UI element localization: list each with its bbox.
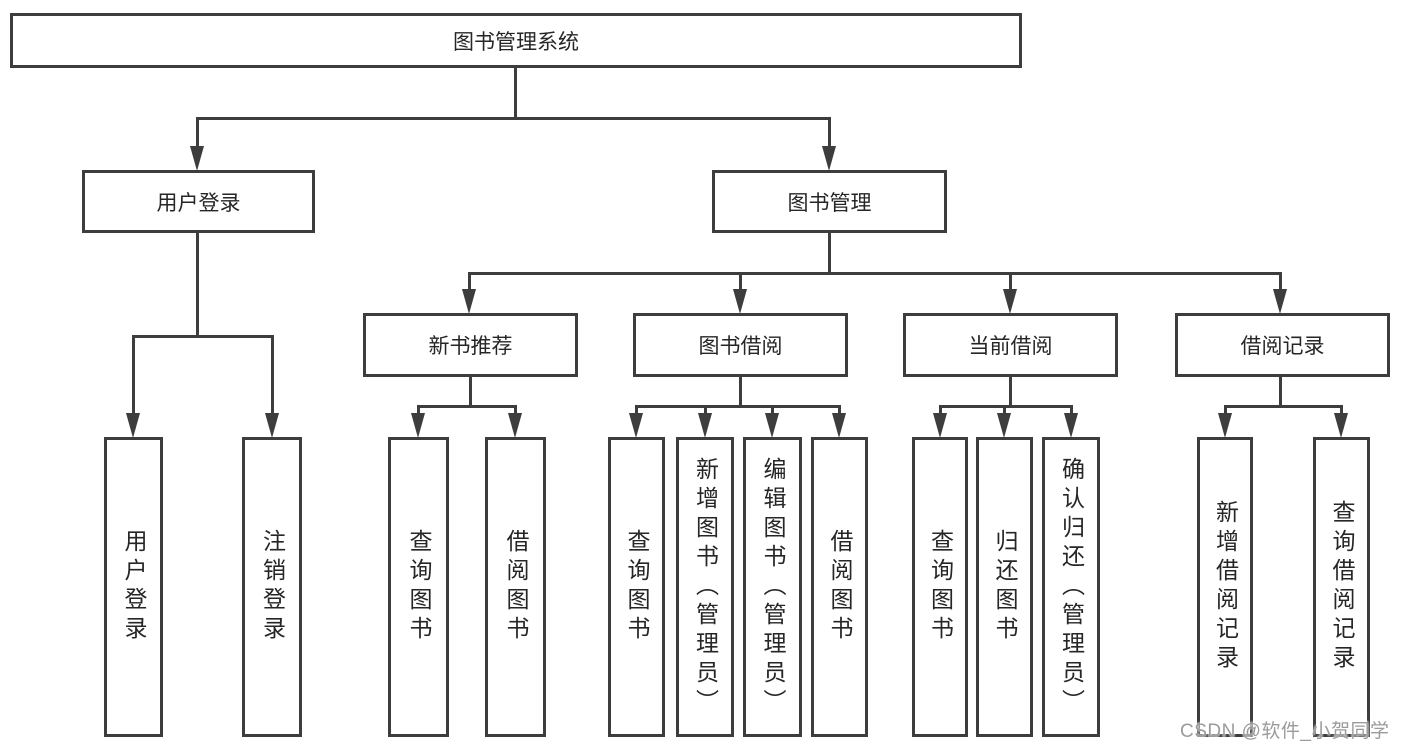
leaf-nbr-borrow-books: 借阅图书: [485, 437, 546, 737]
connector-drop-borrow-record: [1279, 272, 1282, 292]
arrow-down-icon: [462, 289, 476, 314]
leaf-br-add-record: 新增借阅记录: [1197, 437, 1253, 737]
arrow-down-icon: [1064, 413, 1078, 438]
connector-drop-bb-edit: [771, 405, 774, 415]
connector-cb-stem: [1009, 377, 1012, 407]
node-book-management: 图书管理: [712, 170, 947, 233]
connector-nbr-stem: [469, 377, 472, 407]
leaf-user-login: 用户登录: [104, 437, 163, 737]
connector-drop-leaf-user-login: [132, 335, 135, 415]
connector-drop-bb-borrow: [838, 405, 841, 415]
arrow-down-icon: [411, 413, 425, 438]
connector-drop-leaf-logout: [271, 335, 274, 415]
connector-drop-new-book-rec: [468, 272, 471, 292]
leaf-br-query-record: 查询借阅记录: [1313, 437, 1370, 737]
node-user-login: 用户登录: [82, 170, 315, 233]
arrow-down-icon: [629, 413, 643, 438]
arrow-down-icon: [822, 146, 836, 171]
node-root-system: 图书管理系统: [10, 13, 1022, 68]
connector-drop-bb-add: [704, 405, 707, 415]
connector-br-bar: [1224, 405, 1343, 408]
connector-drop-book-borrow: [739, 272, 742, 292]
arrow-down-icon: [997, 413, 1011, 438]
arrow-down-icon: [126, 413, 140, 438]
connector-root-bar: [197, 117, 831, 120]
arrow-down-icon: [765, 413, 779, 438]
arrow-down-icon: [1218, 413, 1232, 438]
node-current-borrow: 当前借阅: [903, 313, 1118, 377]
connector-book-mgmt-bar: [468, 272, 1282, 275]
arrow-down-icon: [1003, 289, 1017, 314]
connector-drop-user-login: [196, 117, 199, 149]
arrow-down-icon: [265, 413, 279, 438]
leaf-bb-borrow-books: 借阅图书: [811, 437, 868, 737]
connector-br-stem: [1279, 377, 1282, 407]
connector-user-login-stem: [196, 233, 199, 337]
connector-drop-cb-confirm: [1070, 405, 1073, 415]
node-borrow-record: 借阅记录: [1175, 313, 1390, 377]
leaf-bb-edit-books-admin: 编辑图书（管理员）: [743, 437, 802, 737]
arrow-down-icon: [933, 413, 947, 438]
arrow-down-icon: [190, 146, 204, 171]
arrow-down-icon: [832, 413, 846, 438]
connector-drop-cb-return: [1003, 405, 1006, 415]
arrow-down-icon: [1334, 413, 1348, 438]
arrow-down-icon: [733, 289, 747, 314]
leaf-cb-return-books: 归还图书: [976, 437, 1033, 737]
arrow-down-icon: [508, 413, 522, 438]
connector-bb-stem: [739, 377, 742, 407]
csdn-watermark: CSDN @软件_小贺同学: [1180, 721, 1390, 742]
connector-bb-bar: [635, 405, 841, 408]
node-new-book-recommend: 新书推荐: [363, 313, 578, 377]
connector-book-mgmt-stem: [828, 233, 831, 274]
leaf-logout: 注销登录: [242, 437, 302, 737]
connector-user-login-bar: [132, 335, 274, 338]
connector-drop-br-query: [1340, 405, 1343, 415]
node-book-borrow: 图书借阅: [633, 313, 848, 377]
arrow-down-icon: [1273, 289, 1287, 314]
leaf-bb-query-books: 查询图书: [608, 437, 665, 737]
arrow-down-icon: [698, 413, 712, 438]
connector-drop-br-add: [1224, 405, 1227, 415]
connector-drop-book-mgmt: [828, 117, 831, 149]
connector-nbr-bar: [417, 405, 517, 408]
leaf-cb-confirm-return-admin: 确认归还（管理员）: [1042, 437, 1100, 737]
connector-drop-current-borrow: [1009, 272, 1012, 292]
connector-drop-cb-query: [939, 405, 942, 415]
leaf-bb-add-books-admin: 新增图书（管理员）: [676, 437, 734, 737]
leaf-cb-query-books: 查询图书: [912, 437, 968, 737]
leaf-nbr-query-books: 查询图书: [388, 437, 449, 737]
connector-drop-nb-borrow: [514, 405, 517, 415]
connector-drop-nb-query: [417, 405, 420, 415]
connector-drop-bb-query: [635, 405, 638, 415]
connector-root-stem: [514, 68, 517, 119]
